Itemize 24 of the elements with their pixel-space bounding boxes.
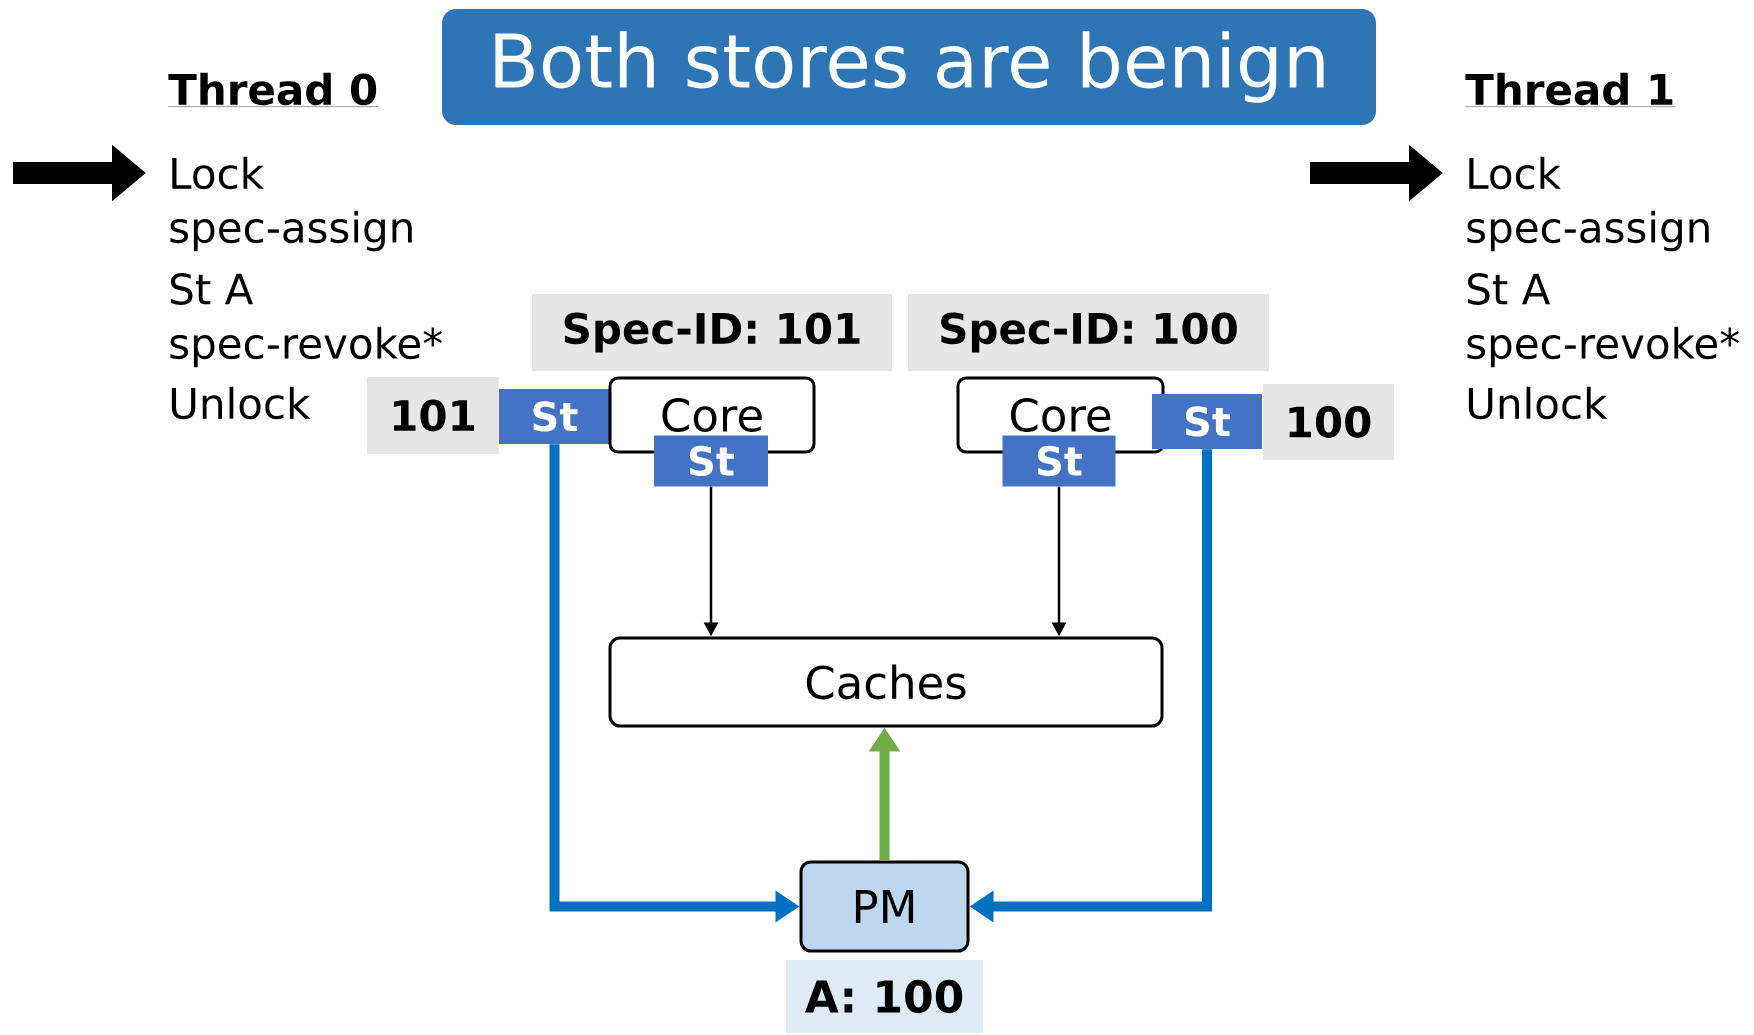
- code-line: Unlock: [1468, 386, 1608, 420]
- code-line: spec-revoke*: [1467, 326, 1739, 368]
- store-tag: St: [1152, 394, 1262, 449]
- id-tag: 101: [367, 377, 499, 454]
- code-line: Lock: [1469, 156, 1561, 190]
- store-tag: St: [499, 389, 610, 444]
- cache-box: Caches: [608, 636, 1164, 728]
- code-line: St A: [1468, 273, 1551, 305]
- thread-heading: Thread 1: [1465, 72, 1676, 107]
- spec-id-tag: Spec-ID: 101: [532, 294, 892, 371]
- code-line: spec-assign: [170, 210, 412, 252]
- code-line: spec-revoke*: [170, 326, 442, 368]
- code-line: spec-assign: [1467, 210, 1709, 252]
- store-tag: St: [654, 435, 768, 487]
- code-line: Unlock: [171, 386, 311, 420]
- spec-id-tag: Spec-ID: 100: [908, 294, 1269, 371]
- code-line: St A: [171, 273, 254, 305]
- id-tag: 100: [1263, 384, 1394, 460]
- thread-heading: Thread 0: [168, 72, 379, 107]
- store-tag: St: [1002, 435, 1116, 487]
- memory-box: PM: [799, 860, 970, 953]
- code-line: Lock: [172, 156, 264, 190]
- value-tag: A: 100: [786, 960, 983, 1033]
- title-banner: Both stores are benign: [442, 9, 1376, 125]
